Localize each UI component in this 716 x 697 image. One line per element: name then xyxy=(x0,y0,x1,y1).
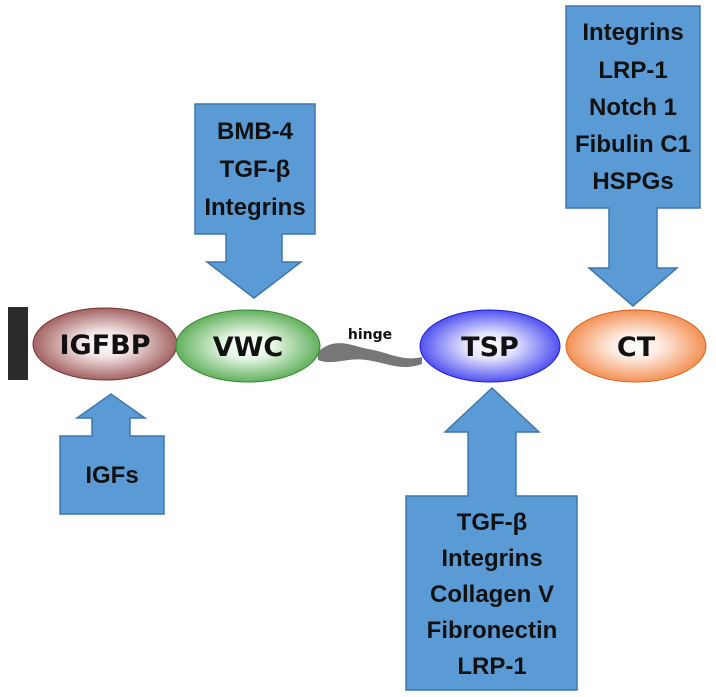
hinge-linker xyxy=(318,343,422,368)
vwc-binder-1: BMB-4 xyxy=(217,118,294,145)
ct-binder-5: HSPGs xyxy=(592,168,673,195)
ct-binder-4: Fibulin C1 xyxy=(575,131,691,158)
hinge-label: hinge xyxy=(348,327,392,343)
vwc-binder-2: TGF-β xyxy=(220,156,291,183)
tsp-binder-2: Integrins xyxy=(441,545,542,572)
ct-binders-callout xyxy=(565,5,701,307)
igfbp-binder-1: IGFs xyxy=(85,462,138,489)
vwc-label: VWC xyxy=(213,332,284,363)
ct-label: CT xyxy=(617,332,656,363)
tsp-binder-3: Collagen V xyxy=(430,581,554,608)
igfbp-label: IGFBP xyxy=(59,330,150,361)
vwc-domain: VWC xyxy=(175,309,321,383)
tsp-binder-5: LRP-1 xyxy=(457,653,526,680)
ct-binder-1: Integrins xyxy=(582,19,683,46)
tsp-binder-1: TGF-β xyxy=(457,509,528,536)
vwc-binders-callout xyxy=(194,103,316,299)
membrane-anchor xyxy=(8,307,28,380)
tsp-domain: TSP xyxy=(419,309,561,383)
tsp-binder-4: Fibronectin xyxy=(427,617,558,644)
igfbp-binders-callout xyxy=(59,393,165,515)
ct-binder-3: Notch 1 xyxy=(589,94,677,121)
igfbp-domain: IGFBP xyxy=(32,307,178,381)
vwc-binder-3: Integrins xyxy=(204,194,305,221)
ct-binder-2: LRP-1 xyxy=(598,57,667,84)
tsp-binders-callout xyxy=(405,386,578,691)
ct-domain: CT xyxy=(565,309,707,383)
tsp-label: TSP xyxy=(461,332,519,363)
